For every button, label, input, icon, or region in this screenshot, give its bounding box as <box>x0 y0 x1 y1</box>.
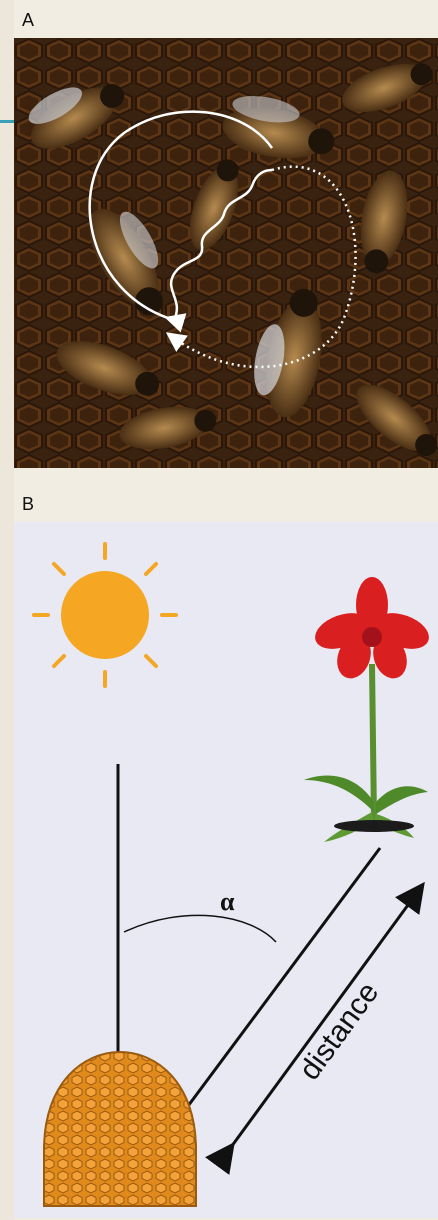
panel-a-label: A <box>22 10 34 31</box>
waggle-dance-photo <box>14 38 438 468</box>
slide-margin <box>0 0 14 1220</box>
angle-alpha-label: α <box>220 887 235 916</box>
panel-b-label: B <box>22 494 34 515</box>
dance-angle-diagram: α distance <box>14 522 438 1218</box>
